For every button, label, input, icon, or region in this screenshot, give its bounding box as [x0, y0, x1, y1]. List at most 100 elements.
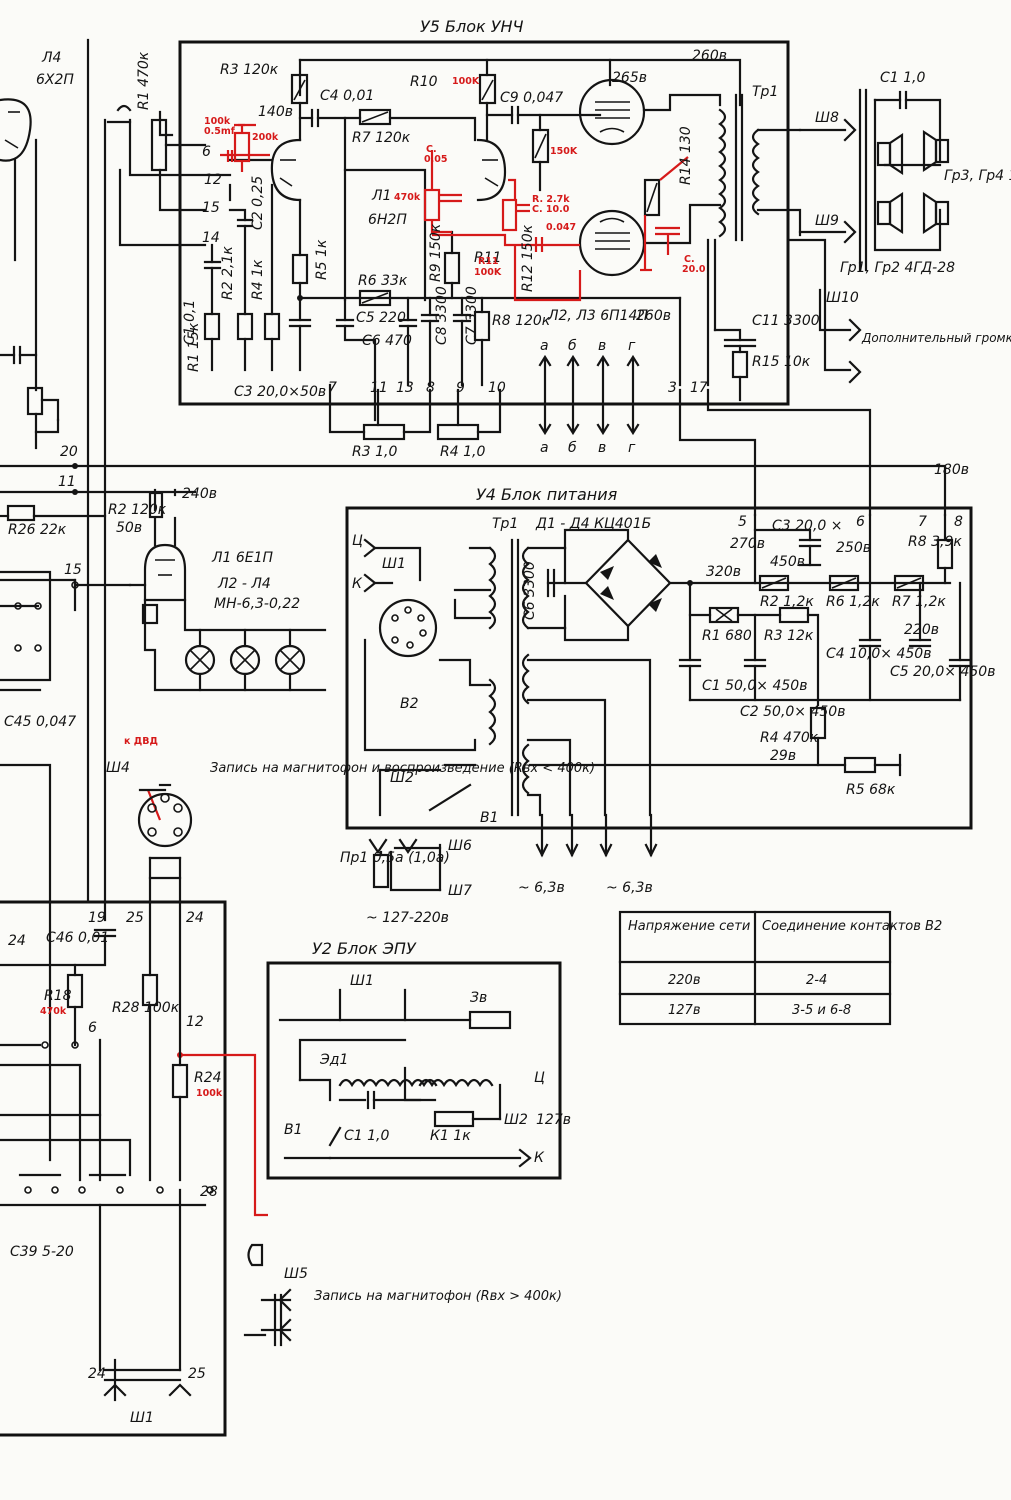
relay-k1 [433, 1110, 475, 1128]
power-block-title: У4 Блок питания [476, 485, 618, 504]
terminal-number: 19 [88, 910, 106, 926]
label: Ш1 [382, 556, 406, 572]
label: Тр1 [752, 84, 778, 100]
label: В2 [400, 696, 419, 712]
terminal-number: 8 [954, 514, 963, 530]
label: В1 [480, 810, 499, 826]
label: С4 0,01 [320, 88, 374, 104]
table-cell: 3-5 и 6-8 [792, 1003, 851, 1018]
terminal-number: 7 [328, 380, 337, 396]
label: С39 5-20 [10, 1244, 74, 1260]
label: б [568, 440, 577, 456]
label: Ш1 [130, 1410, 154, 1426]
label: Ш1 [350, 973, 374, 989]
label: С3 20,0 × [772, 518, 843, 534]
label: 270в [730, 536, 765, 552]
label: С1 0,1 [182, 300, 198, 345]
label: Л2, Л3 6П14П [547, 308, 648, 324]
label: С45 0,047 [4, 714, 76, 730]
label: а [540, 338, 549, 354]
label: Ш2 [390, 770, 414, 786]
terminal-number: 6 [856, 514, 865, 530]
label: 265в [612, 70, 647, 86]
amp-block-title: У5 Блок УНЧ [420, 17, 524, 36]
red-note: 470k [394, 192, 421, 203]
label: R4 1,0 [440, 444, 485, 460]
red-note: 470k [40, 1006, 67, 1017]
table-cell: 220в [668, 973, 700, 988]
label: К1 1к [430, 1128, 471, 1144]
label: Л4 [41, 50, 61, 66]
label: Ш6 [448, 838, 472, 854]
label: а [540, 440, 549, 456]
label: Эд1 [319, 1052, 348, 1068]
label: R7 1,2к [892, 594, 946, 610]
label: Ш2 [504, 1112, 528, 1128]
label: Ш10 [826, 290, 859, 306]
terminal-number: 25 [188, 1366, 206, 1382]
red-note: 0.5mf [204, 126, 236, 137]
label: Гр1, Гр2 4ГД-28 [840, 260, 955, 276]
label: С7 3300 [464, 286, 480, 345]
label: С9 0,047 [500, 90, 563, 106]
label: Ц [534, 1070, 545, 1086]
ext-speaker-label: Дополнительный громкоговоритель [861, 331, 1011, 345]
terminal-number: 14 [202, 230, 220, 246]
label: R15 10к [752, 354, 811, 370]
label: Ш4 [106, 760, 130, 776]
label: R18 [44, 988, 72, 1004]
epu-block-outline [266, 961, 562, 1180]
red-note: C. [426, 144, 437, 155]
terminal-number: 10 [488, 380, 506, 396]
label: R10 [410, 74, 438, 90]
label: R6 33к [358, 273, 408, 289]
tube-l1-left-half [270, 138, 302, 202]
terminal-number: 5 [738, 514, 747, 530]
label: МН-6,3-0,22 [214, 596, 300, 612]
label: 180в [934, 462, 969, 478]
label: R1 470к [136, 51, 152, 110]
bus-180v [0, 464, 947, 517]
left-lower-block-outline [0, 900, 227, 1437]
epu-block-title: У2 Блок ЭПУ [312, 939, 417, 958]
label: К [352, 576, 363, 592]
label: Л1 [371, 188, 391, 204]
resistor-r5 [843, 756, 877, 774]
label: R4 1к [250, 259, 266, 300]
label: Ш7 [448, 883, 472, 899]
red-note: C. 10.0 [532, 204, 570, 215]
diode-bridge [584, 538, 672, 628]
label: С46 0,01 [46, 930, 109, 946]
voltage-selector-b2[interactable] [378, 598, 438, 658]
label: Пр1 0,5а (1,0а) [340, 850, 450, 866]
tube-l4 [0, 98, 32, 162]
label: С3 20,0×50в [234, 384, 326, 400]
potentiometer [26, 386, 44, 416]
red-note: C. [684, 254, 695, 265]
terminal-number: 24 [186, 910, 204, 926]
red-note: 100K [452, 76, 480, 87]
label: 50в [116, 520, 142, 536]
label: 240в [182, 486, 217, 502]
tube-l2 [578, 78, 646, 146]
red-note: к ДВД [124, 736, 158, 747]
label: R14 130 [678, 126, 694, 185]
table-cell: 2-4 [806, 973, 827, 988]
label: Л2 - Л4 [217, 576, 271, 592]
label: R5 68к [846, 782, 896, 798]
label: Ш8 [815, 110, 839, 126]
socket-sh4 [137, 783, 193, 880]
label: ~ 127-220в [366, 910, 449, 926]
terminal-number: 7 [918, 514, 927, 530]
red-note: 100k [196, 1088, 223, 1099]
label: 6Х2П [36, 72, 74, 88]
label: R4 470к [760, 730, 819, 746]
red-note: 200k [252, 132, 279, 143]
red-note: R11 [478, 256, 499, 267]
terminal-number: 17 [690, 380, 708, 396]
label: С1 1,0 [880, 70, 925, 86]
label: С6 470 [362, 333, 412, 349]
red-note: 0.05 [424, 154, 447, 165]
label: 250в [836, 540, 871, 556]
terminal-number: 9 [456, 380, 465, 396]
